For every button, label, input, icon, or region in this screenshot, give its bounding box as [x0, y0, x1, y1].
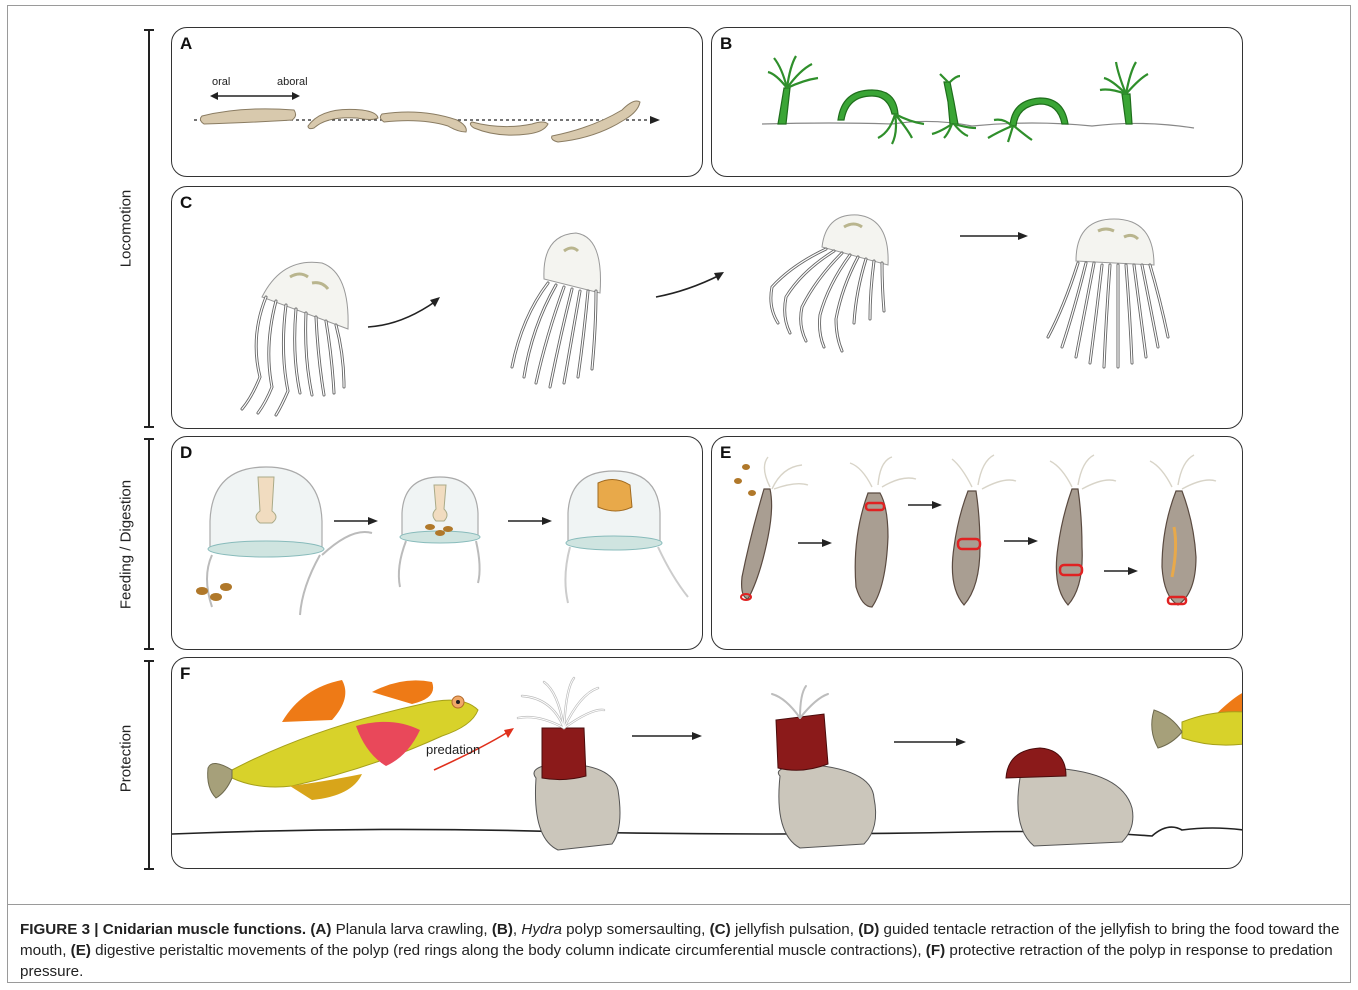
feeding-label: Feeding / Digestion	[118, 425, 135, 665]
polyp-5	[1162, 491, 1196, 605]
jellyfish-feeding-2	[399, 477, 480, 587]
polyp-3	[952, 491, 980, 605]
caption-italic-hydra: Hydra	[521, 921, 562, 938]
caption-text-a: Planula larva crawling,	[331, 921, 491, 938]
feeding-bracket	[148, 438, 150, 650]
protection-bracket	[148, 660, 150, 870]
caption-ref-b: (B)	[492, 921, 513, 938]
polyp-1	[741, 489, 772, 600]
hydra-2	[838, 90, 898, 120]
figure-caption: FIGURE 3 | Cnidarian muscle functions. (…	[20, 919, 1340, 982]
jellyfish-2	[512, 233, 601, 387]
locomotion-label: Locomotion	[118, 109, 135, 349]
caption-ref-f: (F)	[926, 942, 945, 959]
aboral-label: aboral	[277, 76, 308, 88]
hydra-1	[778, 88, 790, 124]
caption-text-c: jellyfish pulsation,	[731, 921, 858, 938]
jellyfish-feeding-3	[565, 471, 688, 603]
polyp-peristalsis-illustration	[712, 437, 1243, 650]
planula-larva-4	[470, 122, 548, 135]
prey-e	[734, 464, 756, 496]
caption-ref-a: (A)	[310, 921, 331, 938]
planula-crawling-illustration: oral aboral	[172, 28, 703, 177]
hydra-3	[944, 82, 958, 124]
panel-c: C	[171, 186, 1243, 429]
blenny-fish	[208, 680, 478, 800]
anemone-3	[1006, 748, 1133, 846]
anemone-2	[772, 686, 876, 848]
panel-e: E	[711, 436, 1243, 650]
jellyfish-3	[771, 215, 888, 351]
fish-tail-right	[1152, 692, 1243, 748]
pulsation-arrow-1	[368, 301, 436, 327]
predation-label: predation	[426, 742, 480, 757]
locomotion-bracket	[148, 29, 150, 428]
jellyfish-feeding-1	[196, 467, 372, 615]
caption-ref-d: (D)	[858, 921, 879, 938]
hydra-5	[1122, 94, 1132, 124]
caption-title: FIGURE 3 | Cnidarian muscle functions.	[20, 921, 306, 938]
jellyfish-pulsation-illustration	[172, 187, 1243, 429]
protection-label: Protection	[118, 639, 135, 879]
polyp-2	[855, 493, 888, 607]
panel-b: B	[711, 27, 1243, 177]
caption-ref-c: (C)	[710, 921, 731, 938]
panel-d: D	[171, 436, 703, 650]
planula-larva-3	[380, 112, 466, 132]
caption-text-b: polyp somersaulting,	[562, 921, 710, 938]
panel-f: F predation	[171, 657, 1243, 869]
oral-label: oral	[212, 76, 230, 88]
caption-ref-e: (E)	[71, 942, 91, 959]
pulsation-arrow-2	[656, 275, 720, 297]
polyp-4	[1056, 489, 1082, 605]
planula-larva-1	[200, 109, 295, 124]
planula-larva-2	[308, 109, 378, 128]
hydra-4	[1010, 98, 1068, 126]
polyp-protection-illustration: predation	[172, 658, 1243, 869]
hydra-somersault-illustration	[712, 28, 1243, 177]
jellyfish-1	[242, 262, 348, 415]
jellyfish-4	[1048, 219, 1168, 367]
caption-divider	[7, 904, 1351, 905]
anemone-1	[518, 678, 620, 850]
panel-a: A oral aboral	[171, 27, 703, 177]
caption-text-e: digestive peristaltic movements of the p…	[91, 942, 926, 959]
jellyfish-feeding-illustration	[172, 437, 703, 650]
planula-larva-5	[552, 101, 640, 142]
